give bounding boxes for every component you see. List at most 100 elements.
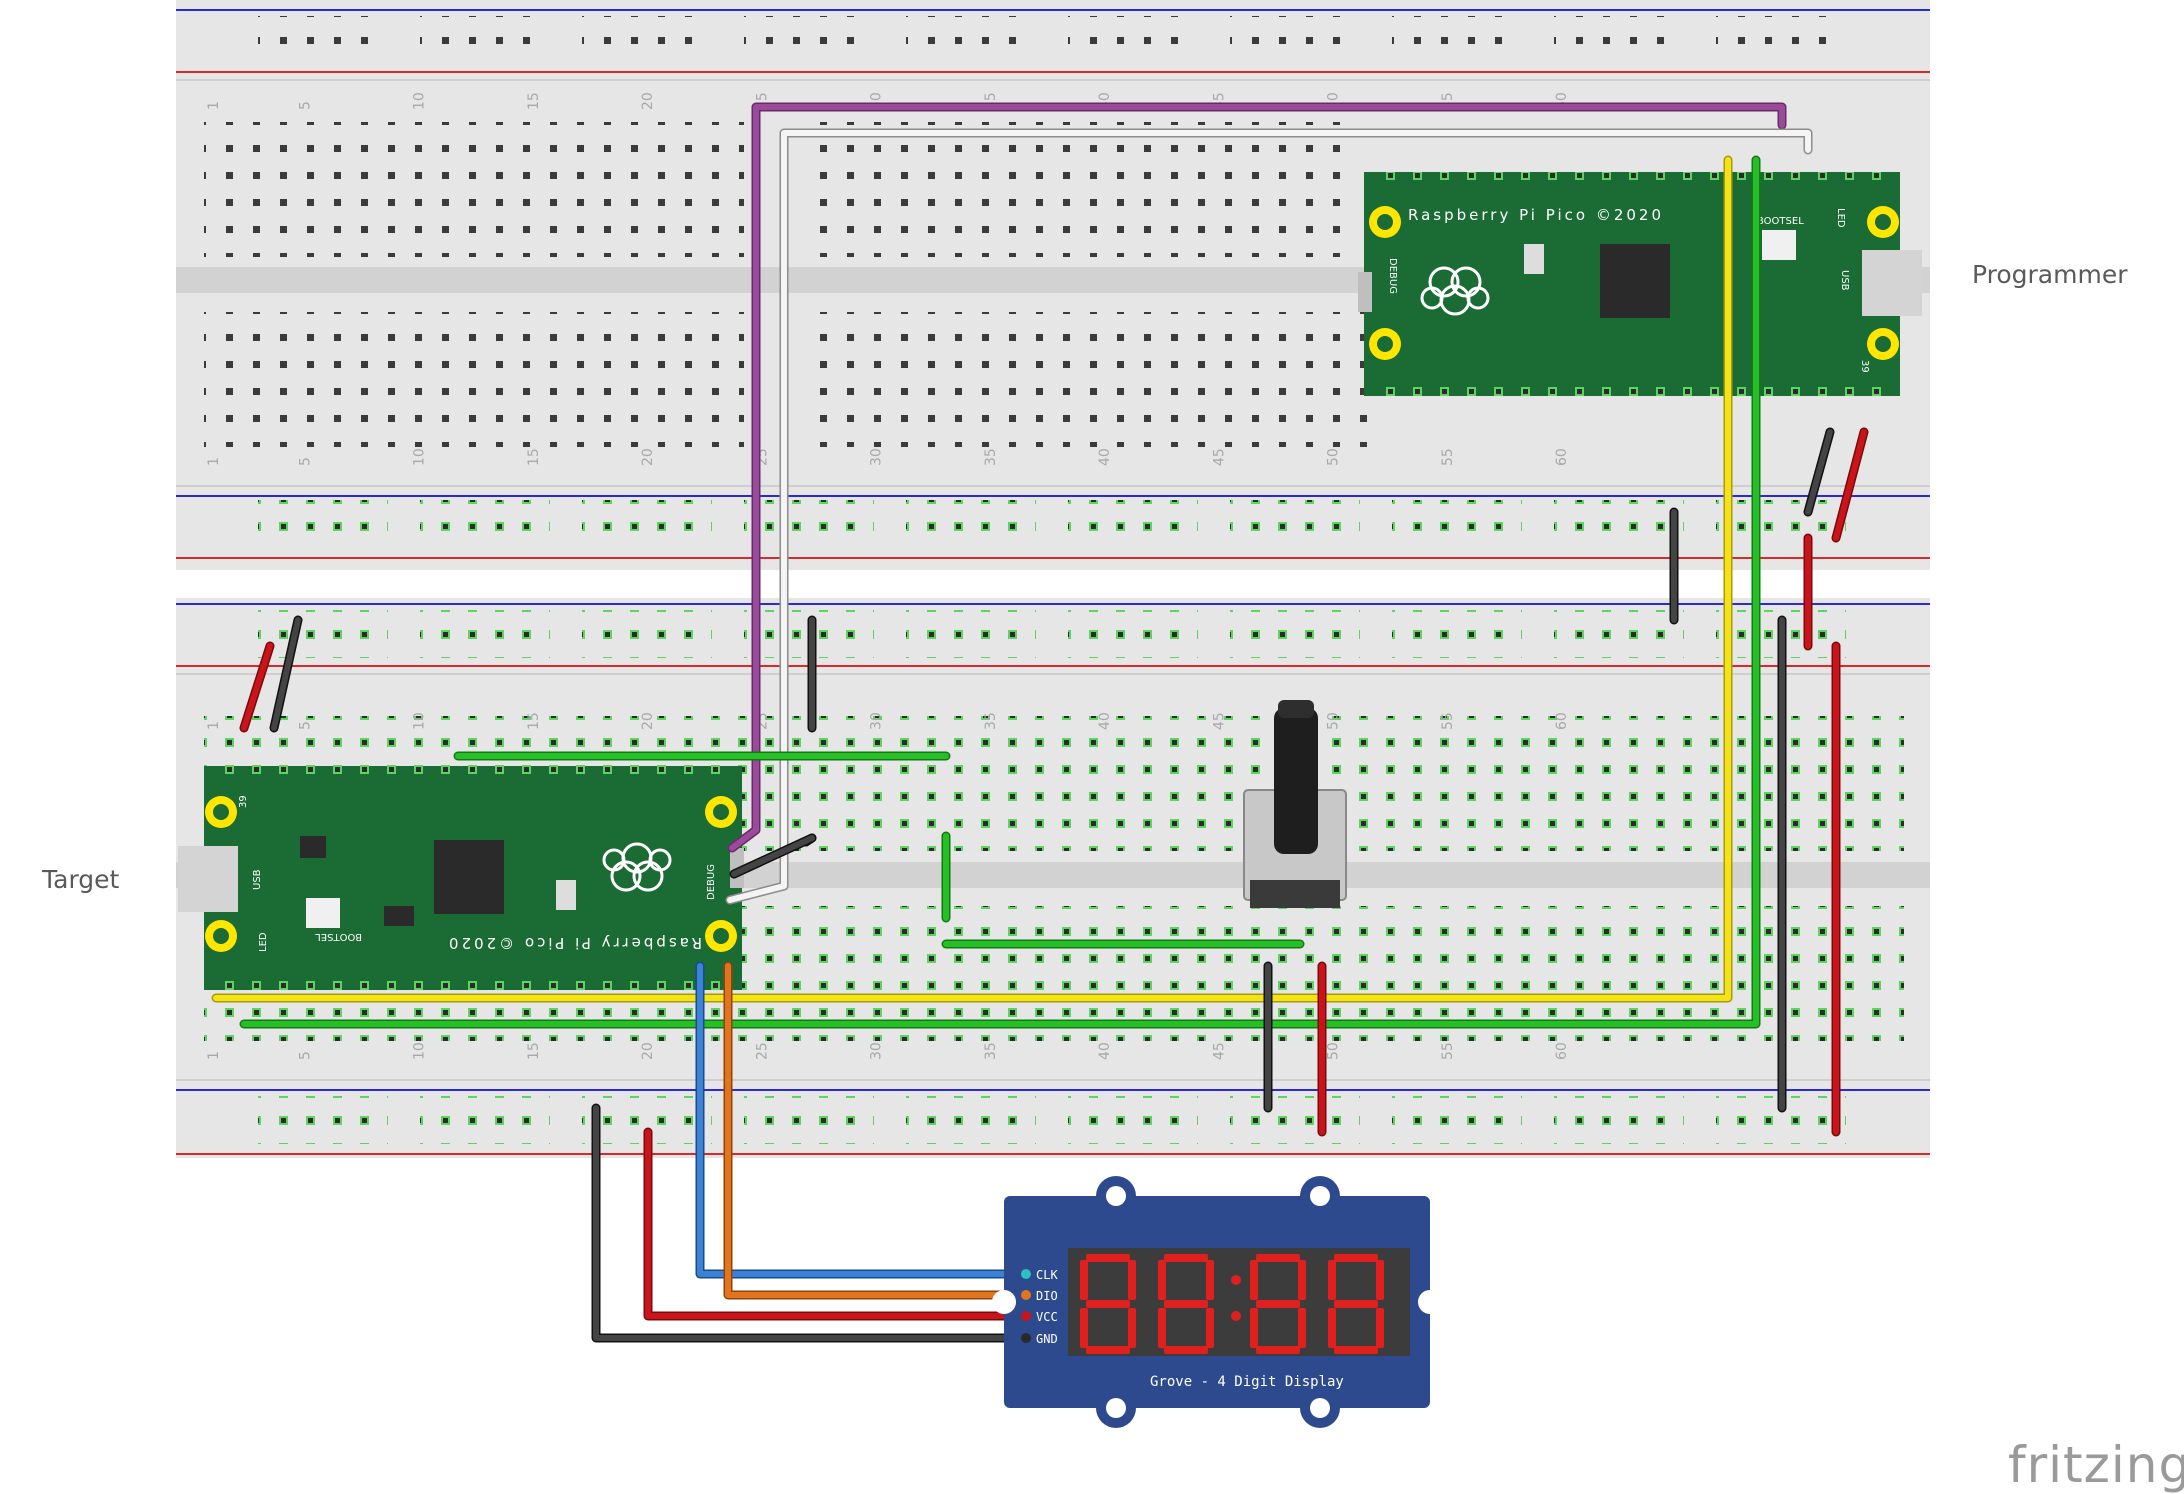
column-tick-label: 5 xyxy=(297,721,313,730)
column-tick-label: 20 xyxy=(640,92,656,110)
digit-segment xyxy=(1328,1260,1336,1300)
display-pin-vcc: VCC xyxy=(1036,1310,1058,1324)
column-tick-label: 45 xyxy=(1211,1042,1227,1060)
pico-target: Raspberry Pi Pico ©2020 BOOTSEL USB DEBU… xyxy=(178,766,744,990)
column-tick-label: 40 xyxy=(1097,1042,1113,1060)
digit-segment xyxy=(1250,1308,1258,1348)
column-tick-label: 45 xyxy=(1211,448,1227,466)
raspberry-logo-icon xyxy=(1420,266,1490,316)
digit-segment xyxy=(1256,1346,1300,1354)
column-tick-label: 60 xyxy=(1554,712,1570,730)
column-tick-label: 45 xyxy=(1211,712,1227,730)
digit-segment xyxy=(1334,1254,1378,1262)
pico-programmer-led-label: LED xyxy=(1835,208,1846,228)
digit-segment xyxy=(1256,1254,1300,1262)
programmer-label: Programmer xyxy=(1972,260,2128,289)
column-tick-label: 1 xyxy=(206,101,222,110)
column-tick-label: 25 xyxy=(754,1042,770,1060)
wires xyxy=(211,102,1869,1343)
digit-segment xyxy=(1086,1300,1130,1308)
digit-segment xyxy=(1158,1260,1166,1300)
raspberry-logo-icon xyxy=(602,842,672,892)
column-tick-label: 1 xyxy=(206,457,222,466)
digit-segment xyxy=(1086,1346,1130,1354)
pico-target-debug-label: DEBUG xyxy=(706,864,717,900)
digit-segment xyxy=(1376,1308,1384,1348)
column-tick-label: 50 xyxy=(1326,1042,1342,1060)
column-tick-label: 60 xyxy=(1554,448,1570,466)
column-tick-label: 15 xyxy=(526,1042,542,1060)
fritzing-logo: fritzing xyxy=(2008,1436,2184,1494)
column-tick-label: 30 xyxy=(869,448,885,466)
colon-dot xyxy=(1231,1275,1241,1285)
column-tick-label: 10 xyxy=(412,1042,428,1060)
pico-target-led-label: LED xyxy=(258,932,269,952)
digit-segment xyxy=(1158,1308,1166,1348)
column-tick-label: 10 xyxy=(412,712,428,730)
column-tick-label: 40 xyxy=(1097,448,1113,466)
column-tick-label: 55 xyxy=(1440,1042,1456,1060)
column-tick-label: 15 xyxy=(526,92,542,110)
column-tick-label: 15 xyxy=(526,712,542,730)
pico-target-title: Raspberry Pi Pico ©2020 xyxy=(446,934,702,952)
digit-segment xyxy=(1256,1300,1300,1308)
column-tick-label: 35 xyxy=(983,712,999,730)
column-ticks: 1111555510101010151515152020202025252525… xyxy=(206,92,1570,1060)
column-tick-label: 5 xyxy=(297,101,313,110)
digit-segment xyxy=(1164,1254,1208,1262)
digit-segment xyxy=(1206,1308,1214,1348)
digit-segment xyxy=(1334,1346,1378,1354)
display-pin-clk: CLK xyxy=(1036,1268,1058,1282)
column-tick-label: 20 xyxy=(640,448,656,466)
pico-target-pin39-label: 39 xyxy=(238,795,249,808)
column-tick-label: 5 xyxy=(297,1051,313,1060)
digit-segment xyxy=(1080,1308,1088,1348)
pico-programmer: Raspberry Pi Pico ©2020 BOOTSEL USB DEBU… xyxy=(1358,172,1922,396)
column-tick-label: 10 xyxy=(412,448,428,466)
pico-programmer-debug-label: DEBUG xyxy=(1387,258,1398,294)
potentiometer xyxy=(1243,700,1347,908)
digit-segment xyxy=(1164,1300,1208,1308)
column-tick-label: 35 xyxy=(983,448,999,466)
column-tick-label: 55 xyxy=(1440,448,1456,466)
column-tick-label: 1 xyxy=(206,721,222,730)
column-tick-label: 30 xyxy=(869,1042,885,1060)
pico-programmer-pin39-label: 39 xyxy=(1859,360,1870,373)
bootsel-button-icon xyxy=(306,898,340,928)
column-tick-label: 1 xyxy=(206,1051,222,1060)
display-pin-gnd: GND xyxy=(1036,1332,1058,1346)
digit-segment xyxy=(1298,1308,1306,1348)
target-label: Target xyxy=(42,865,120,894)
display-pin-dio: DIO xyxy=(1036,1289,1058,1303)
column-tick-label: 50 xyxy=(1326,448,1342,466)
display-title: Grove - 4 Digit Display xyxy=(1150,1374,1344,1390)
column-tick-label: 10 xyxy=(412,92,428,110)
colon-dot xyxy=(1231,1311,1241,1321)
digit-segment xyxy=(1086,1254,1130,1262)
digit-segment xyxy=(1334,1300,1378,1308)
column-tick-label: 20 xyxy=(640,712,656,730)
digit-segment xyxy=(1206,1260,1214,1300)
usb-connector-icon xyxy=(1862,250,1922,316)
digit-segment xyxy=(1164,1346,1208,1354)
grove-4-digit-display: CLK DIO VCC GND Grove - 4 Digit Display xyxy=(992,1176,1442,1428)
column-tick-label: 30 xyxy=(869,712,885,730)
usb-connector-icon xyxy=(178,846,238,912)
digit-segment xyxy=(1376,1260,1384,1300)
digit-segment xyxy=(1128,1260,1136,1300)
column-tick-label: 40 xyxy=(1097,712,1113,730)
column-tick-label: 55 xyxy=(1440,712,1456,730)
digit-segment xyxy=(1298,1260,1306,1300)
digit-segment xyxy=(1328,1308,1336,1348)
digit-segment xyxy=(1128,1308,1136,1348)
bootsel-button-icon xyxy=(1762,230,1796,260)
digit-segment xyxy=(1080,1260,1088,1300)
column-tick-label: 35 xyxy=(983,1042,999,1060)
pico-programmer-title: Raspberry Pi Pico ©2020 xyxy=(1408,206,1664,224)
pico-target-usb-label: USB xyxy=(252,869,263,890)
pico-programmer-bootsel-label: BOOTSEL xyxy=(1757,216,1804,227)
column-tick-label: 50 xyxy=(1326,712,1342,730)
column-tick-label: 5 xyxy=(297,457,313,466)
pico-target-bootsel-label: BOOTSEL xyxy=(315,931,362,942)
